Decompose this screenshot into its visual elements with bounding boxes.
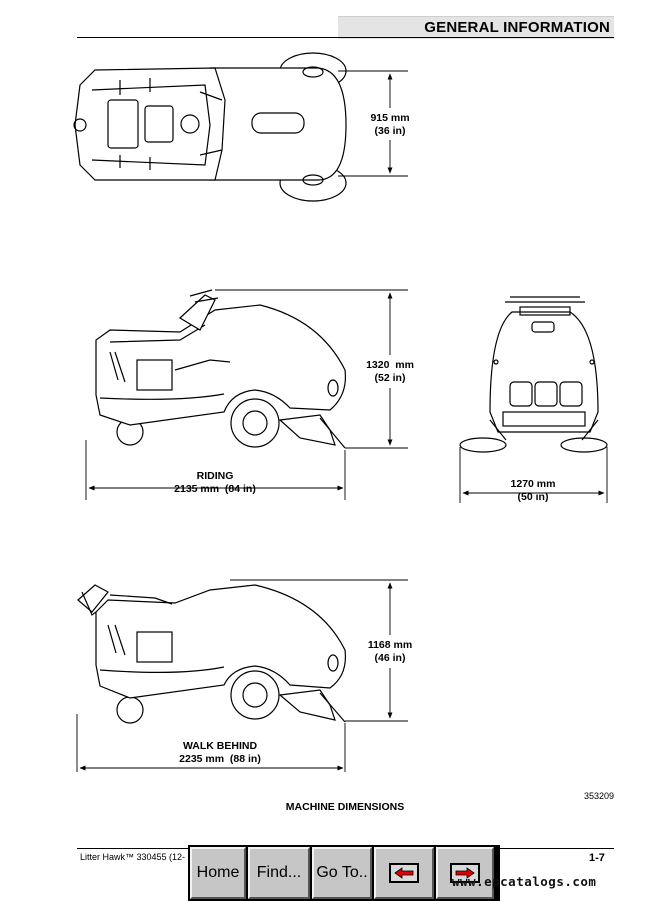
forward-arrow-frame [450,863,480,883]
top-view-machine [73,52,347,202]
navigation-toolbar: Home Find... Go To.. [188,845,500,901]
riding-dimensions [85,289,408,500]
back-arrow-frame [389,863,419,883]
walk-behind-height-label: 1168 mm (46 in) [358,639,422,665]
walk-behind-label: WALK BEHIND [182,740,258,752]
front-width-in: (50 in) [517,491,549,503]
red-arrow-left-icon [394,867,414,879]
watermark-url: www.epcatalogs.com [452,874,597,889]
walk-behind-length-label: WALK BEHIND 2235 mm (88 in) [150,740,290,766]
front-width-mm: 1270 mm [510,478,556,490]
home-button[interactable]: Home [190,847,246,899]
riding-length-label: RIDING 2135 mm (84 in) [150,470,280,496]
walk-behind-height-mm: 1168 mm [367,639,413,651]
forward-button[interactable] [436,847,494,899]
page-title: GENERAL INFORMATION [424,19,610,36]
find-button[interactable]: Find... [248,847,310,899]
footer-document-id: Litter Hawk™ 330455 (12- [80,852,186,862]
back-button[interactable] [374,847,434,899]
front-dimensions [459,447,608,503]
top-width-mm: 915 mm [370,112,410,124]
riding-height-mm: 1320 mm [366,359,414,371]
riding-height-in: (52 in) [374,372,406,384]
walk-behind-height-in: (46 in) [374,652,406,664]
page-number: 1-7 [589,852,605,864]
front-width-label: 1270 mm (50 in) [503,478,563,504]
header-band [338,16,614,39]
riding-length: 2135 mm (84 in) [174,483,256,495]
figure-number: 353209 [584,791,615,801]
riding-height-label: 1320 mm (52 in) [358,359,422,385]
top-view-dimension [338,70,408,177]
top-width-label: 915 mm (36 in) [360,112,420,138]
header-rule [77,37,614,38]
figure-caption: MACHINE DIMENSIONS [285,801,405,813]
riding-label: RIDING [196,470,234,482]
red-arrow-right-icon [455,867,475,879]
walk-behind-length: 2235 mm (88 in) [179,753,261,765]
top-width-in: (36 in) [374,125,406,137]
goto-button[interactable]: Go To.. [312,847,372,899]
front-view-machine [459,296,608,453]
walk-behind-side-view-machine [77,584,347,724]
walk-behind-dimensions [76,579,408,772]
riding-side-view-machine [95,289,347,449]
